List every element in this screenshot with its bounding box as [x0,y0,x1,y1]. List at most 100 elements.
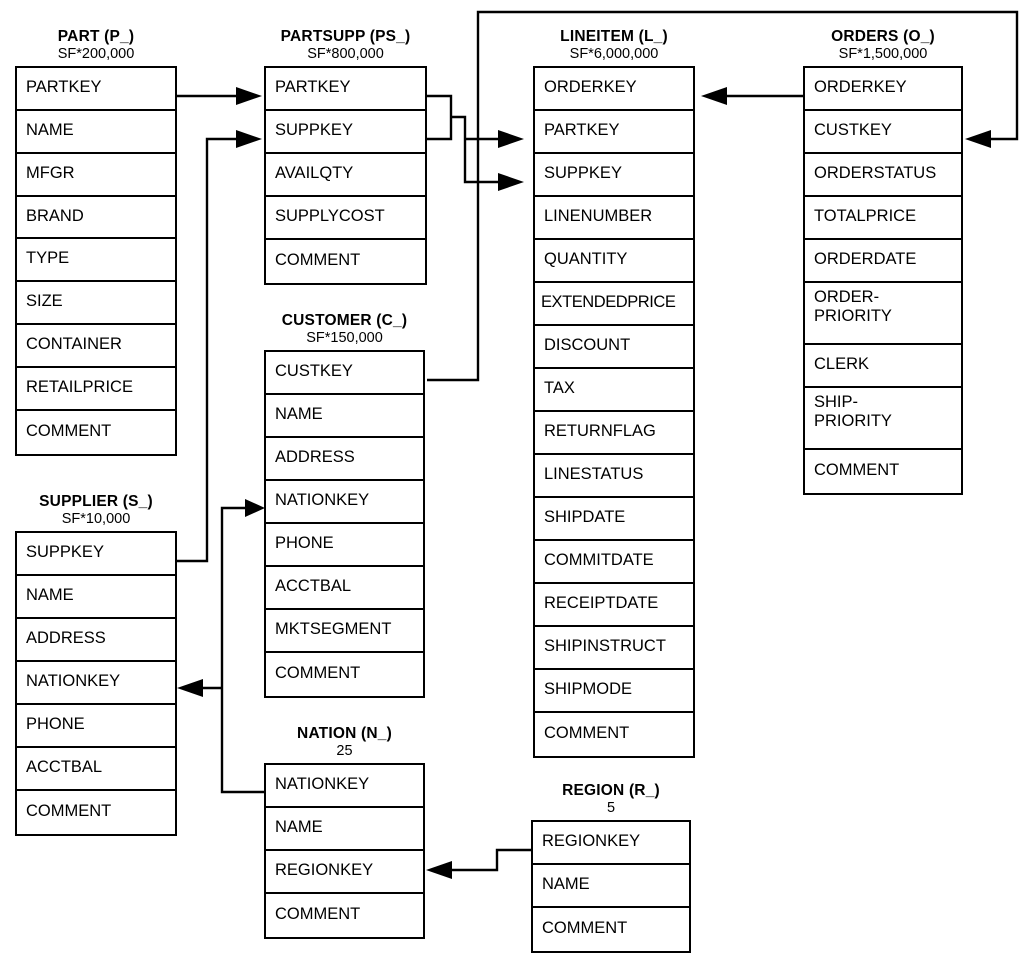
connector-part-partsupp [177,87,262,105]
field-partsupp-partkey[interactable]: PARTKEY [266,68,425,111]
field-customer-comment[interactable]: COMMENT [275,664,361,683]
entity-part-title: PART (P_) [57,28,135,45]
entity-part-box: PARTKEY NAME MFGR BRAND TYPE SIZE CONTAI… [15,65,177,456]
entity-orders-cardinality: SF*1,500,000 [838,46,928,63]
field-supplier-address[interactable]: ADDRESS [17,619,175,662]
field-supplier-phone[interactable]: PHONE [17,705,175,748]
field-lineitem-discount[interactable]: DISCOUNT [535,326,693,369]
field-part-mfgr[interactable]: MFGR [17,154,175,197]
field-customer-address[interactable]: ADDRESS [266,438,423,481]
entity-nation-box: NATIONKEY NAME REGIONKEY COMMENT [264,762,425,939]
entity-orders-box: ORDERKEY CUSTKEY ORDERSTATUS TOTALPRICE … [803,65,963,495]
field-region-name[interactable]: NAME [533,865,689,908]
field-lineitem-orderkey[interactable]: ORDERKEY [535,68,693,111]
connector-orders-lineitem [701,87,803,105]
connector-region-nation [426,848,531,879]
field-lineitem-partkey[interactable]: PARTKEY [535,111,693,154]
field-lineitem-shipinstruct[interactable]: SHIPINSTRUCT [535,627,693,670]
entity-lineitem-cardinality: SF*6,000,000 [569,46,659,63]
field-part-size[interactable]: SIZE [17,282,175,325]
entity-partsupp-cardinality: SF*800,000 [307,46,384,63]
entity-lineitem: LINEITEM (L_) SF*6,000,000 ORDERKEY PART… [533,28,695,758]
entity-customer-cardinality: SF*150,000 [306,330,383,347]
entity-customer: CUSTOMER (C_) SF*150,000 CUSTKEY NAME AD… [264,312,425,698]
field-supplier-name[interactable]: NAME [17,576,175,619]
field-nation-comment[interactable]: COMMENT [275,905,361,924]
field-region-regionkey[interactable]: REGIONKEY [533,822,689,865]
field-orders-shippriority[interactable]: SHIP- PRIORITY [805,388,961,450]
connector-partsupp-lineitem [427,94,524,191]
field-orders-comment[interactable]: COMMENT [814,461,900,480]
field-orders-orderpriority[interactable]: ORDER- PRIORITY [805,283,961,345]
field-orders-clerk[interactable]: CLERK [805,345,961,388]
field-lineitem-quantity[interactable]: QUANTITY [535,240,693,283]
field-lineitem-suppkey[interactable]: SUPPKEY [535,154,693,197]
field-part-partkey[interactable]: PARTKEY [17,68,175,111]
field-lineitem-linestatus[interactable]: LINESTATUS [535,455,693,498]
entity-region: REGION (R_) 5 REGIONKEY NAME COMMENT [531,782,691,953]
entity-orders-title: ORDERS (O_) [831,28,935,45]
connector-supplier-partsupp [177,130,262,563]
field-nation-regionkey[interactable]: REGIONKEY [266,851,423,894]
field-orders-orderdate[interactable]: ORDERDATE [805,240,961,283]
entity-supplier-title: SUPPLIER (S_) [39,493,153,510]
entity-nation: NATION (N_) 25 NATIONKEY NAME REGIONKEY … [264,725,425,939]
field-lineitem-commitdate[interactable]: COMMITDATE [535,541,693,584]
entity-partsupp: PARTSUPP (PS_) SF*800,000 PARTKEY SUPPKE… [264,28,427,285]
field-orders-orderpriority-line2: PRIORITY [814,306,892,325]
field-customer-custkey[interactable]: CUSTKEY [266,352,423,395]
field-lineitem-shipdate[interactable]: SHIPDATE [535,498,693,541]
connector-nation-customer-supplier [177,499,265,794]
entity-supplier-cardinality: SF*10,000 [61,511,131,528]
field-orders-orderstatus[interactable]: ORDERSTATUS [805,154,961,197]
entity-nation-cardinality: 25 [336,743,353,760]
field-partsupp-supplycost[interactable]: SUPPLYCOST [266,197,425,240]
field-supplier-acctbal[interactable]: ACCTBAL [17,748,175,791]
field-customer-mktsegment[interactable]: MKTSEGMENT [266,610,423,653]
field-orders-shippriority-line1: SHIP- [814,392,859,411]
field-part-container[interactable]: CONTAINER [17,325,175,368]
field-part-comment[interactable]: COMMENT [26,422,112,441]
field-orders-shippriority-line2: PRIORITY [814,411,892,430]
field-partsupp-suppkey[interactable]: SUPPKEY [266,111,425,154]
field-lineitem-comment[interactable]: COMMENT [544,724,630,743]
field-customer-acctbal[interactable]: ACCTBAL [266,567,423,610]
field-partsupp-comment[interactable]: COMMENT [275,251,361,270]
field-orders-orderpriority-line1: ORDER- [814,287,880,306]
field-nation-name[interactable]: NAME [266,808,423,851]
field-partsupp-availqty[interactable]: AVAILQTY [266,154,425,197]
field-supplier-comment[interactable]: COMMENT [26,802,112,821]
field-lineitem-linenumber[interactable]: LINENUMBER [535,197,693,240]
entity-part: PART (P_) SF*200,000 PARTKEY NAME MFGR B… [15,28,177,456]
field-lineitem-extendedprice[interactable]: EXTENDEDPRICE [535,283,693,326]
field-customer-phone[interactable]: PHONE [266,524,423,567]
entity-customer-box: CUSTKEY NAME ADDRESS NATIONKEY PHONE ACC… [264,349,425,698]
entity-customer-title: CUSTOMER (C_) [281,312,408,329]
field-customer-name[interactable]: NAME [266,395,423,438]
entity-part-cardinality: SF*200,000 [57,46,135,63]
field-orders-custkey[interactable]: CUSTKEY [805,111,961,154]
entity-partsupp-box: PARTKEY SUPPKEY AVAILQTY SUPPLYCOST COMM… [264,65,427,285]
field-orders-totalprice[interactable]: TOTALPRICE [805,197,961,240]
field-supplier-nationkey[interactable]: NATIONKEY [17,662,175,705]
entity-region-cardinality: 5 [606,800,616,817]
field-lineitem-shipmode[interactable]: SHIPMODE [535,670,693,713]
field-lineitem-tax[interactable]: TAX [535,369,693,412]
entity-region-box: REGIONKEY NAME COMMENT [531,819,691,953]
entity-region-title: REGION (R_) [562,782,660,799]
field-nation-nationkey[interactable]: NATIONKEY [266,765,423,808]
field-supplier-suppkey[interactable]: SUPPKEY [17,533,175,576]
field-part-retailprice[interactable]: RETAILPRICE [17,368,175,411]
field-part-brand[interactable]: BRAND [17,197,175,239]
entity-supplier-box: SUPPKEY NAME ADDRESS NATIONKEY PHONE ACC… [15,530,177,836]
field-lineitem-receiptdate[interactable]: RECEIPTDATE [535,584,693,627]
field-region-comment[interactable]: COMMENT [542,919,628,938]
field-customer-nationkey[interactable]: NATIONKEY [266,481,423,524]
field-part-type[interactable]: TYPE [17,239,175,282]
field-orders-orderkey[interactable]: ORDERKEY [805,68,961,111]
field-lineitem-returnflag[interactable]: RETURNFLAG [535,412,693,455]
entity-lineitem-title: LINEITEM (L_) [560,28,668,45]
entity-lineitem-box: ORDERKEY PARTKEY SUPPKEY LINENUMBER QUAN… [533,65,695,758]
field-part-name[interactable]: NAME [17,111,175,154]
